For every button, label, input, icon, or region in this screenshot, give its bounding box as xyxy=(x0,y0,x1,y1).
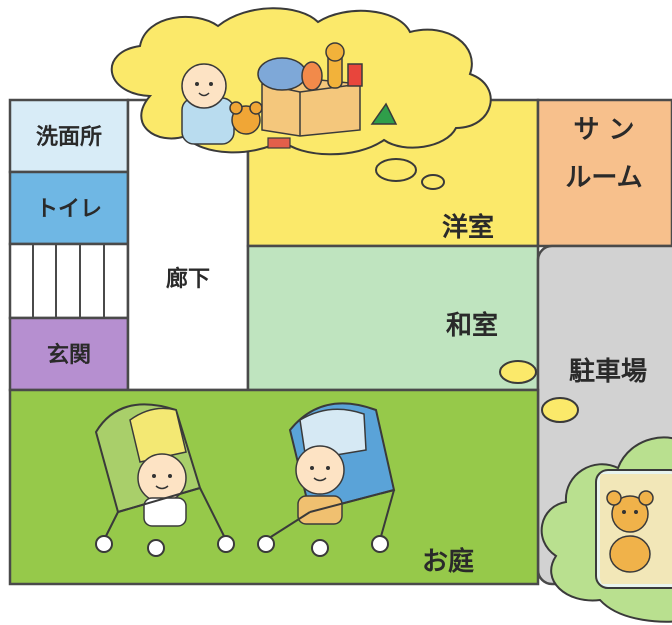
label-toilet: トイレ xyxy=(36,197,102,222)
label-garden: お庭 xyxy=(422,546,474,577)
label-western-room: 洋室 xyxy=(442,212,494,243)
label-parking: 駐車場 xyxy=(569,357,647,387)
label-japanese-room: 和室 xyxy=(446,310,498,341)
baby-stroller-icon xyxy=(94,403,235,557)
label-hallway: 廊下 xyxy=(166,266,210,292)
teddy-bear-tv-icon xyxy=(595,469,672,589)
baby-stroller-icon xyxy=(257,402,396,557)
room-japanese xyxy=(246,244,540,392)
label-entrance: 玄関 xyxy=(47,342,91,368)
room-washroom xyxy=(8,98,130,174)
baby-with-toys-icon xyxy=(181,42,398,149)
stairs xyxy=(8,242,130,320)
room-toilet xyxy=(8,170,130,246)
room-entrance xyxy=(8,316,130,392)
label-sunroom-line2: ルーム xyxy=(565,163,642,193)
room-sunroom xyxy=(536,98,672,248)
label-sunroom-line1: サ ン xyxy=(573,115,634,145)
label-washroom: 洗面所 xyxy=(36,125,102,150)
room-garden xyxy=(8,388,540,586)
